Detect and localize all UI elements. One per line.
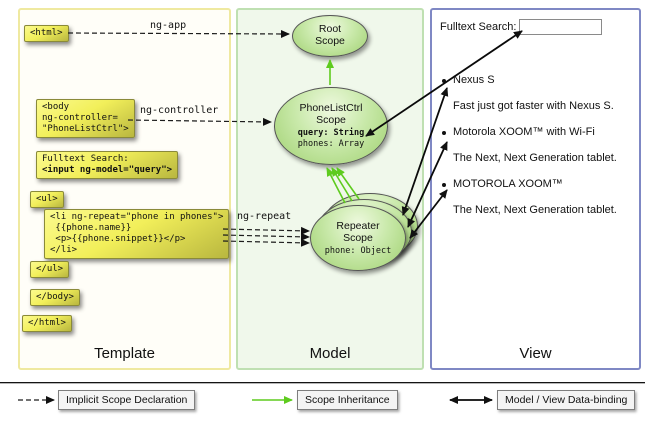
fulltext-search-input[interactable] [519, 19, 602, 35]
view-item-title: Motorola XOOM™ with Wi-Fi [453, 126, 595, 138]
code-fulltext-input: Fulltext Search: <input ng-model="query"… [36, 151, 179, 179]
bullet-icon [442, 78, 446, 83]
code-li-repeat-tag: <li ng-repeat="phone in phones"> {{phone… [44, 209, 230, 259]
list-item: Motorola XOOM™ with Wi-Fi The Next, Next… [440, 126, 636, 165]
list-item: MOTOROLA XOOM™ The Next, Next Generation… [440, 178, 636, 217]
repeater-scope-ellipse: Repeater Scope phone: Object [310, 205, 406, 271]
ng-controller-label: ng-controller [140, 105, 219, 116]
code-body-open-tag: <body ng-controller= "PhoneListCtrl"> [36, 99, 135, 138]
data-binding-legend-box: Model / View Data-binding [497, 390, 636, 410]
scope-inheritance-legend-box: Scope Inheritance [297, 390, 398, 410]
phone-list: Nexus S Fast just got faster with Nexus … [440, 74, 636, 230]
code-input-tag: <input ng-model="query"> [42, 165, 173, 175]
template-panel: Template [18, 8, 231, 370]
code-ul-open-tag: <ul> [30, 191, 64, 208]
scope-property-query: query: String [297, 128, 365, 138]
root-scope-title: Root Scope [315, 23, 345, 47]
bullet-icon [442, 130, 446, 135]
list-item: Nexus S Fast just got faster with Nexus … [440, 74, 636, 113]
code-html-close-tag: </html> [22, 315, 72, 332]
view-item-title: Nexus S [453, 74, 495, 86]
model-panel-label: Model [309, 345, 351, 362]
view-item-title: MOTOROLA XOOM™ [453, 178, 563, 190]
scope-property-phones: phones: Array [297, 139, 365, 149]
phonelistctrl-scope-ellipse: PhoneListCtrl Scope query: String phones… [274, 87, 388, 165]
code-ul-close-tag: </ul> [30, 261, 70, 278]
fulltext-search-label: Fulltext Search: [440, 21, 517, 33]
scope-property-phone: phone: Object [324, 245, 392, 256]
view-item-desc: The Next, Next Generation tablet. [453, 204, 617, 216]
code-fulltext-label: Fulltext Search: [42, 154, 129, 164]
view-item-desc: The Next, Next Generation tablet. [453, 152, 617, 164]
model-panel: Model [236, 8, 424, 370]
repeater-scope-title: Repeater Scope [336, 219, 380, 244]
bullet-icon [442, 182, 446, 187]
ng-app-label: ng-app [150, 20, 187, 31]
legend-divider [0, 382, 645, 384]
root-scope-ellipse: Root Scope [292, 15, 368, 57]
code-body-close-tag: </body> [30, 289, 80, 306]
implicit-scope-legend-box: Implicit Scope Declaration [58, 390, 196, 410]
phonelistctrl-scope-title: PhoneListCtrl Scope [299, 102, 363, 126]
code-html-open-tag: <html> [24, 25, 69, 42]
view-item-desc: Fast just got faster with Nexus S. [453, 100, 614, 112]
template-panel-label: Template [94, 345, 155, 362]
ng-repeat-label: ng-repeat [237, 211, 292, 222]
view-panel-label: View [519, 345, 552, 362]
